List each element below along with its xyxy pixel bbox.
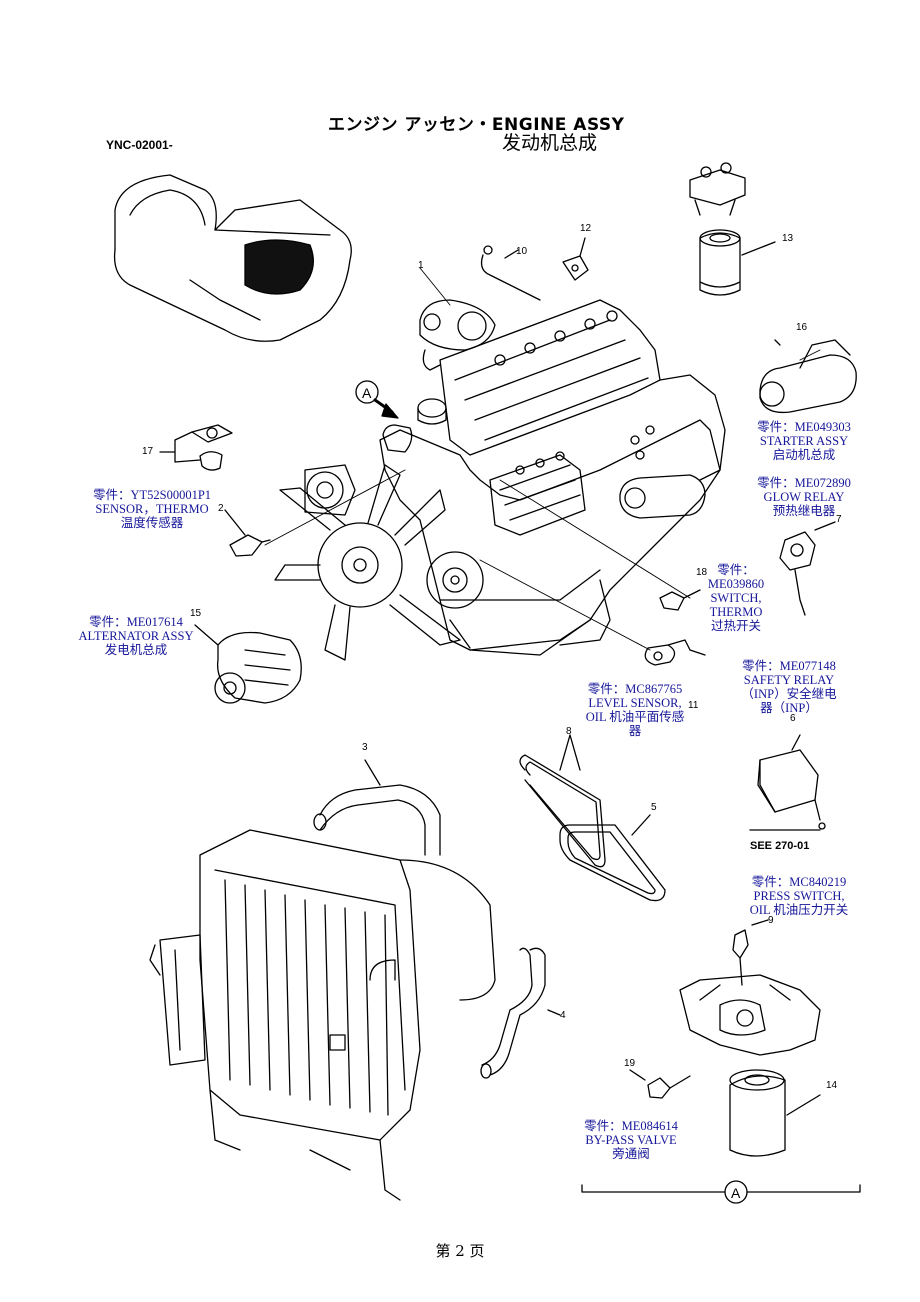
diagram-code: YNC-02001- (106, 138, 173, 152)
oil-filter-base (679, 919, 821, 1056)
hose-3 (313, 759, 441, 856)
label-starter: 零件：ME049303 STARTER ASSY 启动机总成 (757, 420, 851, 462)
title-japanese: エンジン アッセン・ENGINE ASSY (328, 115, 625, 135)
label-bypass-valve: 零件：ME084614 BY-PASS VALVE 旁通阀 (584, 1119, 678, 1161)
thermo-sensor-2 (224, 509, 271, 557)
label-glow-relay: 零件：ME072890 GLOW RELAY 预热继电器 (757, 476, 851, 518)
label-sensor-thermo: 零件：YT52S00001P1 SENSOR，THERMO 温度传感器 (92, 488, 212, 530)
safety-relay-6 (757, 734, 826, 830)
callout-15: 15 (190, 608, 202, 619)
see-reference: SEE 270-01 (750, 840, 810, 852)
callout-5: 5 (651, 802, 657, 813)
fuel-filter-head (689, 162, 746, 216)
cab-sketch (113, 174, 352, 342)
title-chinese: 发动机总成 (502, 132, 598, 154)
cooling-fan (274, 464, 461, 661)
callout-14: 14 (826, 1080, 838, 1091)
bypass-valve-19 (629, 1069, 691, 1099)
svg-text:A: A (362, 385, 372, 401)
leader-lines (264, 267, 821, 651)
callout-4: 4 (560, 1010, 566, 1021)
level-sensor-11 (644, 639, 706, 666)
callout-10: 10 (516, 246, 528, 257)
callout-9: 9 (768, 915, 774, 926)
callout-17: 17 (142, 446, 154, 457)
callout-13: 13 (782, 233, 794, 244)
callout-12: 12 (580, 223, 592, 234)
glow-relay-7 (779, 521, 836, 616)
reference-A-bottom: A (581, 1180, 861, 1204)
oil-filter-14 (729, 1069, 821, 1157)
thermo-switch-18 (659, 589, 701, 611)
callout-18: 18 (696, 567, 708, 578)
thermostat-17 (159, 424, 233, 471)
alternator-15 (194, 624, 302, 704)
page-number: 第 2 页 (435, 1242, 485, 1260)
label-switch-thermo: 零件： ME039860 SWITCH, THERMO 过热开关 (707, 563, 765, 633)
callout-6: 6 (790, 713, 796, 724)
engine-block (304, 299, 726, 656)
radiator-assembly (149, 829, 496, 1201)
callout-11: 11 (688, 700, 699, 711)
label-alternator: 零件：ME017614 ALTERNATOR ASSY 发电机总成 (78, 615, 194, 657)
belts-8-5 (519, 734, 666, 902)
label-level-sensor: 零件：MC867765 LEVEL SENSOR, OIL 机油平面传感 器 (585, 682, 685, 738)
callout-7: 7 (836, 514, 842, 525)
hose-4 (480, 947, 561, 1079)
pipe-10 (480, 245, 541, 301)
starter-16 (759, 339, 857, 414)
label-safety-relay: 零件：ME077148 SAFETY RELAY （INP）安全继电 器（INP… (741, 659, 837, 715)
callout-1: 1 (418, 260, 424, 271)
oil-filter-13 (699, 229, 776, 296)
svg-text:A: A (731, 1185, 741, 1201)
callout-2: 2 (218, 503, 224, 514)
callout-3: 3 (362, 742, 368, 753)
label-press-switch: 零件：MC840219 PRESS SWITCH, OIL 机油压力开关 (749, 875, 849, 917)
callout-8: 8 (566, 726, 572, 737)
reference-A-arrow: A (355, 380, 399, 419)
gasket-12 (562, 237, 589, 281)
callout-19: 19 (624, 1058, 636, 1069)
callout-16: 16 (796, 322, 808, 333)
